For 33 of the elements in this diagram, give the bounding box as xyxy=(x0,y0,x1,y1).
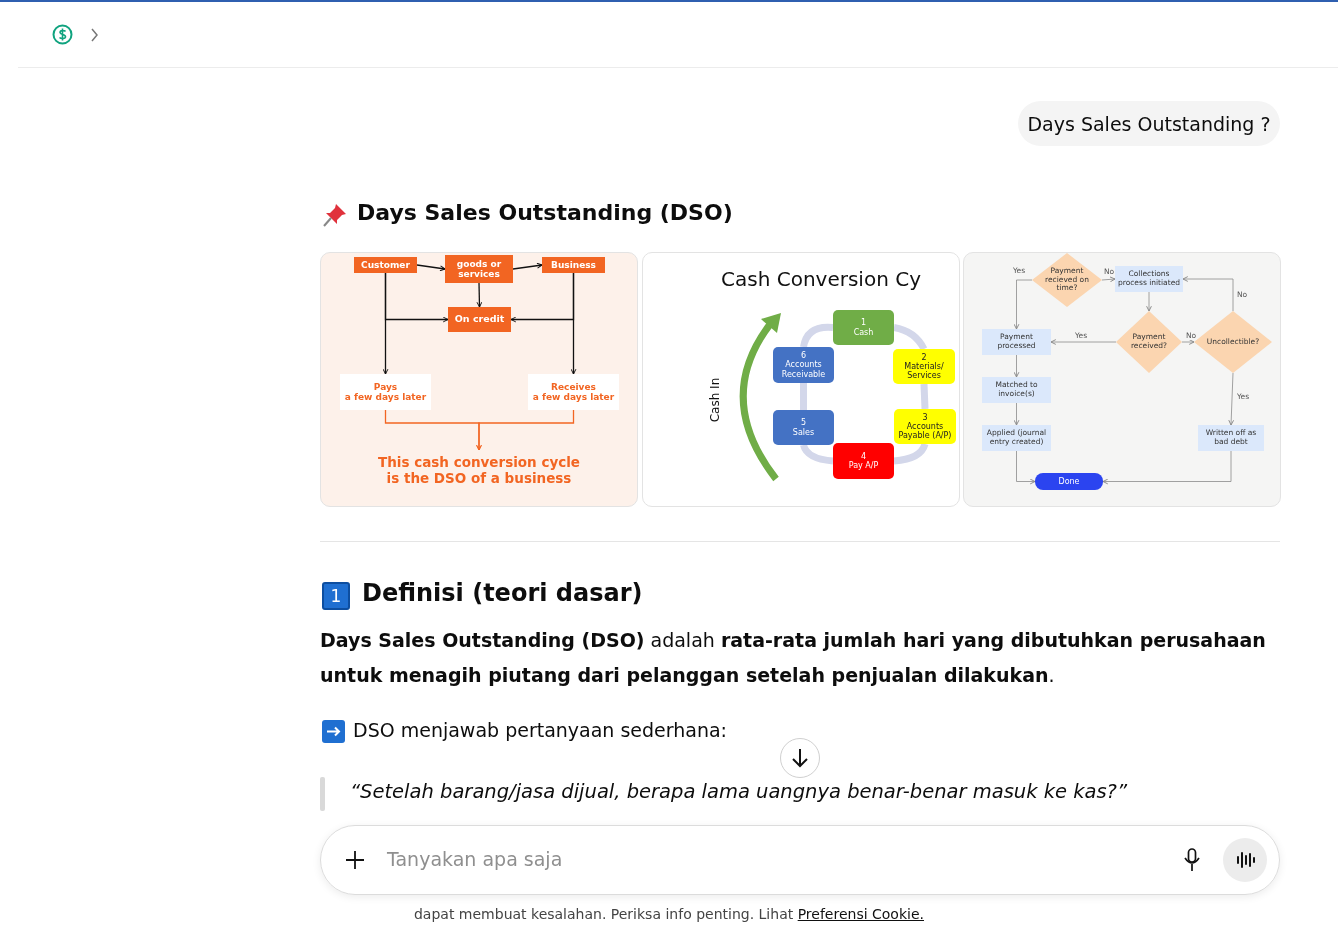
placeholder-text: Tanyakan apa saja xyxy=(387,848,563,870)
process-box: On credit xyxy=(448,307,511,332)
arrow xyxy=(384,272,449,323)
process-box: goods or services xyxy=(445,255,513,283)
section-heading: Definisi (teori dasar) xyxy=(362,579,643,607)
cycle-step-box: 3 Accounts Payable (A/P) xyxy=(894,409,956,444)
paragraph: DSO menjawab pertanyaan sederhana: xyxy=(353,719,728,741)
cycle-step-box: 6 Accounts Receivable xyxy=(773,347,834,383)
arrow xyxy=(800,323,834,348)
paragraph: Days Sales Outstanding (DSO) adalah rata-rata jumlah hari yang dibutuhkan perusahaan untuk menagih piutang dari pelanggan setelah penjualan dilakukan. xyxy=(320,628,1267,688)
disclaimer-text: dapat membuat kesalahan. Periksa info penting. Lihat xyxy=(414,906,794,922)
axis-label: Cash In xyxy=(708,377,723,423)
section-title: Days Sales Outstanding (DSO) xyxy=(357,200,733,225)
cycle-step-box: 5 Sales xyxy=(773,410,834,445)
process-box: Business xyxy=(542,257,605,273)
caption-text: This cash conversion cycle is the DSO of a business xyxy=(374,450,584,492)
keycap-number: 1 xyxy=(322,582,350,610)
arrow xyxy=(476,282,483,308)
process-box: Pays a few days later xyxy=(340,374,431,410)
message-bubble: Days Sales Outstanding ? xyxy=(1018,101,1280,146)
cookie-link: Preferensi Cookie. xyxy=(797,906,924,922)
cycle-step-box: 1 Cash xyxy=(833,310,894,345)
arrow xyxy=(416,264,446,272)
arrow xyxy=(570,272,577,375)
process-box: Receives a few days later xyxy=(528,374,619,410)
process-box: Customer xyxy=(354,257,417,273)
cycle-step-box: 2 Materials/ Services xyxy=(893,349,955,384)
arrow xyxy=(476,409,575,451)
slide-title: Cash Conversion Cy xyxy=(721,267,921,291)
block-quote: “Setelah barang/jasa dijual, berapa lama uangnya benar-benar masuk ke kas?” xyxy=(350,780,1127,803)
terminal-pill: Done xyxy=(1035,473,1103,490)
arrow xyxy=(512,262,543,270)
cycle-step-box: 4 Pay A/P xyxy=(833,443,894,479)
